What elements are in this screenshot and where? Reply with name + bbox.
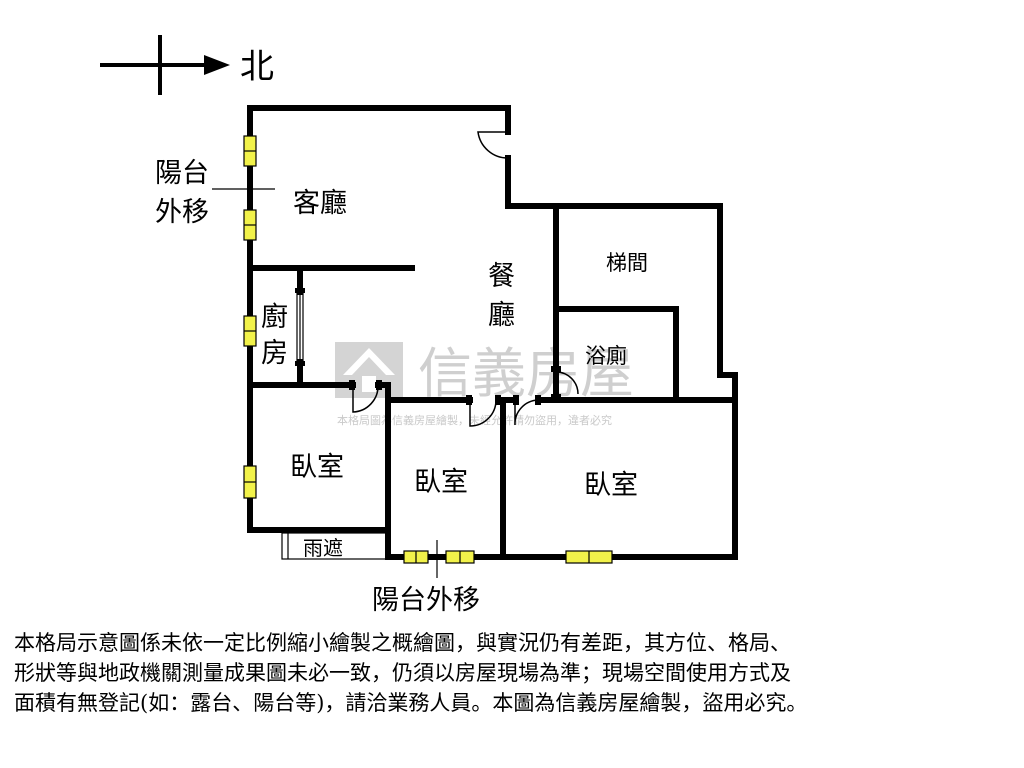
- room-dining-1: 餐: [488, 261, 515, 292]
- room-bedroom-left: 臥室: [290, 452, 344, 483]
- balcony-bottom: 陽台外移: [372, 585, 480, 616]
- room-kitchen-2: 房: [261, 338, 288, 369]
- disclaimer-line-2: 形狀等與地政機關測量成果圖未必一致，仍須以房屋現場為準；現場空間使用方式及: [14, 661, 791, 685]
- room-bedroom-right: 臥室: [584, 470, 638, 501]
- room-living: 客廳: [293, 188, 347, 219]
- watermark-notice: 本格局圖為信義房屋繪製，未經允許請勿盜用，違者必究: [337, 413, 612, 427]
- floor-plan: 北 信義房屋 本格局圖為信義房屋繪製，未經允許請勿盜用，違者必究: [100, 35, 738, 616]
- canopy-outline: [281, 532, 389, 560]
- door-stops: [349, 366, 561, 405]
- windows: [243, 135, 613, 564]
- room-stairwell: 梯間: [606, 251, 648, 275]
- room-bedroom-middle: 臥室: [414, 467, 468, 498]
- walls: [247, 105, 738, 560]
- room-kitchen-1: 廚: [261, 302, 288, 333]
- door-stops-kitchen: [295, 288, 305, 366]
- watermark-logo-icon: [335, 342, 403, 398]
- disclaimer-line-1: 本格局示意圖係未依一定比例縮小繪製之概繪圖，與實況仍有差距，其方位、格局、: [14, 631, 791, 655]
- balcony-left-line2: 外移: [155, 197, 209, 228]
- watermark-brand: 信義房屋: [418, 342, 634, 405]
- leader-lines: [212, 188, 438, 578]
- room-dining-2: 廳: [488, 300, 515, 331]
- room-canopy: 雨遮: [303, 536, 343, 560]
- kitchen-sliding-door: [296, 291, 304, 363]
- disclaimer-line-3: 面積有無登記(如：露台、陽台等)，請洽業務人員。本圖為信義房屋繪製，盜用必究。: [14, 691, 808, 715]
- balcony-left-line1: 陽台: [155, 158, 209, 189]
- disclaimer: 本格局示意圖係未依一定比例縮小繪製之概繪圖，與實況仍有差距，其方位、格局、 形狀…: [14, 628, 1014, 718]
- room-bathroom: 浴廁: [585, 344, 627, 368]
- north-label: 北: [240, 47, 274, 87]
- north-compass: [100, 35, 230, 95]
